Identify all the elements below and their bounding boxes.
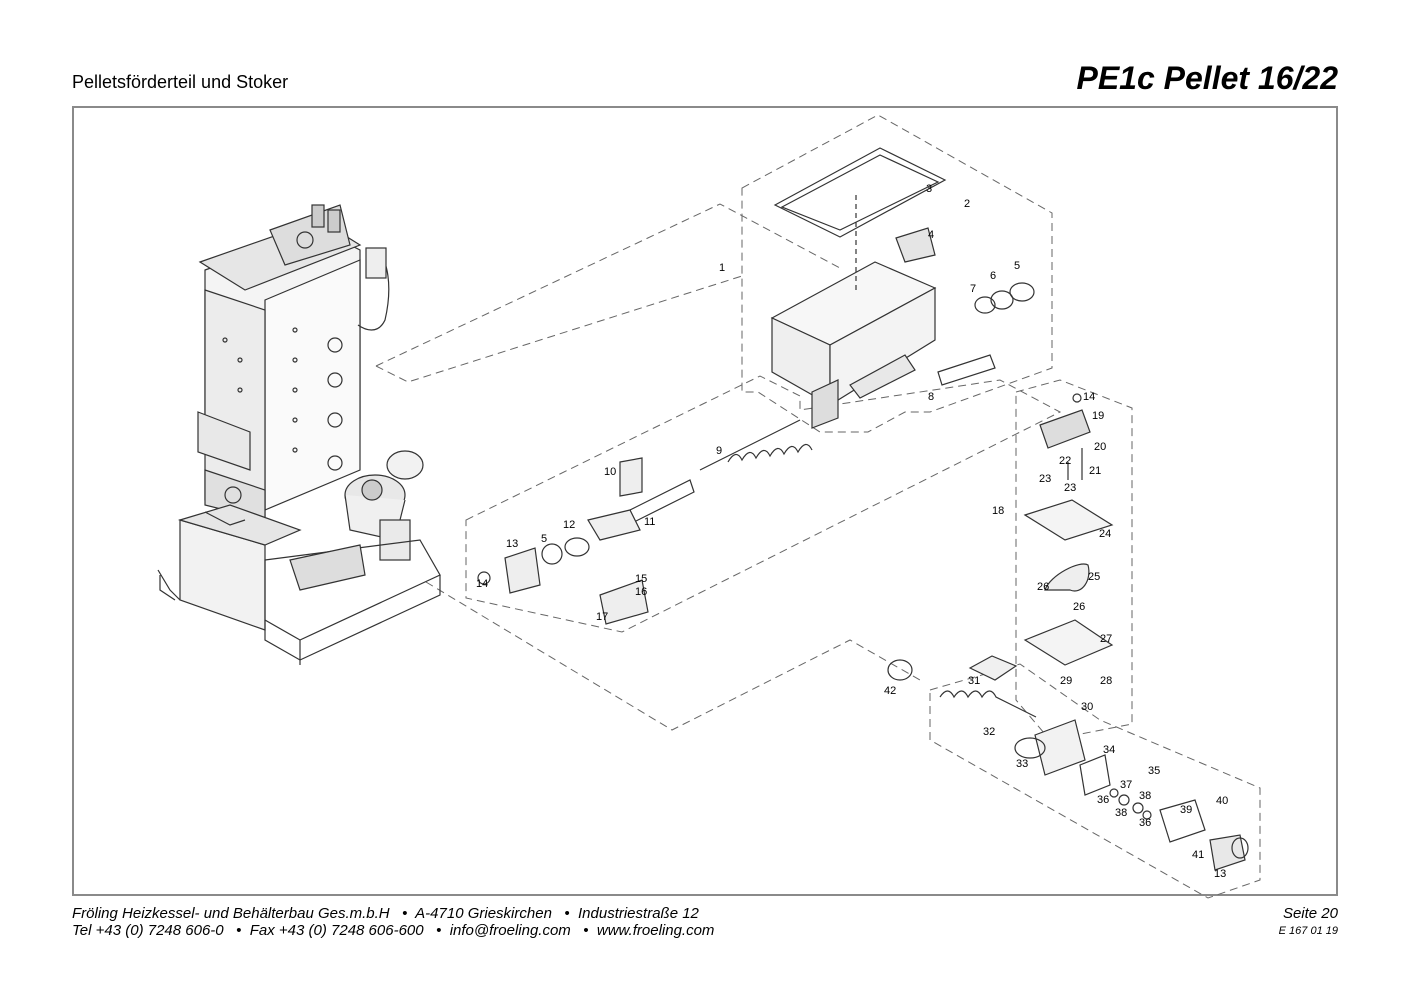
part-label: 37 (1120, 779, 1132, 791)
part-label: 30 (1081, 701, 1093, 713)
part-label: 14 (476, 578, 488, 590)
part-label: 29 (1060, 675, 1072, 687)
part-label: 13 (1214, 868, 1226, 880)
part-label: 9 (716, 445, 722, 457)
part-label: 21 (1089, 465, 1101, 477)
part-label: 40 (1216, 795, 1228, 807)
part-label: 24 (1099, 528, 1111, 540)
part-label: 16 (635, 586, 647, 598)
part-label: 15 (635, 573, 647, 585)
group-outlines (375, 114, 1261, 899)
part-label: 13 (506, 538, 518, 550)
part-label: 39 (1180, 804, 1192, 816)
part-label: 26 (1037, 581, 1049, 593)
part-label: 36 (1139, 817, 1151, 829)
pellet-hopper (770, 147, 1035, 429)
page-number: Seite 20 (1282, 905, 1338, 922)
part-label: 14 (1083, 391, 1095, 403)
part-label: 41 (1192, 849, 1204, 861)
part-label: 42 (884, 685, 896, 697)
part-label: 10 (604, 466, 616, 478)
part-label: 26 (1073, 601, 1085, 613)
part-label: 19 (1092, 410, 1104, 422)
part-number-labels: 1 2 3 4 5 6 7 8 9 10 11 12 13 5 14 15 16… (476, 183, 1228, 880)
part-label: 33 (1016, 758, 1028, 770)
diagram-frame (72, 106, 1338, 896)
part-label: 22 (1059, 455, 1071, 467)
part-label: 5 (1014, 260, 1020, 272)
part-label: 6 (990, 270, 996, 282)
part-label: 31 (968, 675, 980, 687)
footer-company-address: Fröling Heizkessel- und Behälterbau Ges.… (72, 905, 699, 922)
part-label: 7 (970, 283, 976, 295)
part-label: 11 (644, 516, 655, 528)
document-code: E 167 01 19 (1278, 925, 1338, 937)
part-label: 32 (983, 726, 995, 738)
footer-contact: Tel +43 (0) 7248 606-0 • Fax +43 (0) 724… (72, 922, 715, 939)
part-label: 4 (928, 229, 934, 241)
part-label: 5 (541, 533, 547, 545)
part-label: 8 (928, 391, 934, 403)
stoker-assembly (887, 393, 1249, 871)
part-label: 2 (964, 198, 970, 210)
part-label: 20 (1094, 441, 1106, 453)
part-label: 35 (1148, 765, 1160, 777)
part-label: 23 (1039, 473, 1051, 485)
auger-feeder (477, 419, 813, 625)
part-label: 3 (926, 183, 932, 195)
part-label: 38 (1115, 807, 1127, 819)
section-title: Pelletsförderteil und Stoker (72, 72, 289, 92)
part-label: 18 (992, 505, 1004, 517)
part-label: 25 (1088, 571, 1100, 583)
part-label: 27 (1100, 633, 1112, 645)
part-label: 36 (1097, 794, 1109, 806)
part-label: 23 (1064, 482, 1076, 494)
part-label: 17 (596, 611, 608, 623)
boiler-assembly (157, 204, 441, 665)
model-title: PE1c Pellet 16/22 (1076, 60, 1338, 96)
part-label: 38 (1139, 790, 1151, 802)
part-label: 12 (563, 519, 575, 531)
part-label: 1 (719, 262, 725, 274)
part-label: 28 (1100, 675, 1112, 687)
part-label: 34 (1103, 744, 1115, 756)
